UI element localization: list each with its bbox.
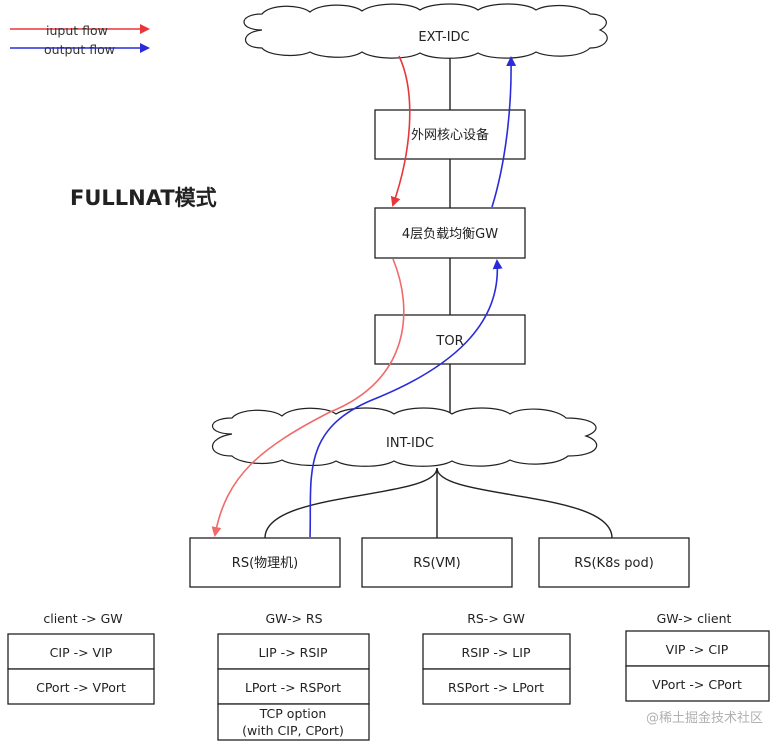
table-row: VPort -> CPort — [652, 677, 742, 692]
int-idc-cloud: INT-IDC — [212, 407, 598, 467]
ext-idc-label: EXT-IDC — [418, 30, 469, 45]
table-caption: client -> GW — [43, 611, 122, 626]
output-flow-rs-to-gw — [309, 259, 503, 538]
table-row: RSIP -> LIP — [462, 645, 531, 660]
int-idc-label: INT-IDC — [386, 436, 434, 451]
table-row: CIP -> VIP — [50, 645, 113, 660]
tcp-option-line2: (with CIP, CPort) — [242, 723, 344, 738]
table-caption: GW-> RS — [265, 611, 322, 626]
core-device-label: 外网核心设备 — [411, 127, 489, 143]
input-flow-gw-to-rs — [211, 258, 405, 537]
rs-vm-label: RS(VM) — [413, 556, 461, 571]
table-client-gw: client -> GW CIP -> VIP CPort -> VPort — [7, 611, 155, 705]
table-caption: GW-> client — [657, 611, 732, 626]
table-row: CPort -> VPort — [36, 680, 126, 695]
legend: iuput flow output flow — [10, 23, 150, 57]
diagram-title: FULLNAT模式 — [70, 186, 217, 210]
rs-vm-box: RS(VM) — [361, 537, 513, 588]
rs-k8s-box: RS(K8s pod) — [538, 537, 690, 588]
tor-label: TOR — [435, 334, 463, 349]
table-row: LIP -> RSIP — [259, 645, 328, 660]
input-flow-legend-label: iuput flow — [46, 23, 108, 38]
core-device-box: 外网核心设备 — [374, 109, 526, 160]
tcp-option-line1: TCP option — [259, 706, 327, 721]
table-caption: RS-> GW — [467, 611, 525, 626]
gw-box: 4层负载均衡GW — [374, 207, 526, 259]
table-row: VIP -> CIP — [666, 642, 729, 657]
rs-k8s-label: RS(K8s pod) — [574, 556, 654, 571]
ext-idc-cloud: EXT-IDC — [243, 3, 608, 59]
branch-wires — [264, 467, 613, 539]
output-flow-legend-label: output flow — [44, 42, 115, 57]
rs-physical-box: RS(物理机) — [189, 537, 341, 588]
watermark: @稀土掘金技术社区 — [646, 710, 763, 726]
table-gw-rs: GW-> RS LIP -> RSIP LPort -> RSPort TCP … — [217, 611, 370, 741]
table-row: RSPort -> LPort — [448, 680, 544, 695]
table-gw-client: GW-> client VIP -> CIP VPort -> CPort — [625, 611, 770, 702]
table-rs-gw: RS-> GW RSIP -> LIP RSPort -> LPort — [422, 611, 571, 705]
gw-label: 4层负载均衡GW — [402, 227, 498, 242]
input-flow-ext-to-gw — [390, 55, 411, 207]
rs-physical-label: RS(物理机) — [232, 556, 298, 571]
table-row: LPort -> RSPort — [245, 680, 341, 695]
output-flow-gw-to-ext — [491, 56, 517, 208]
